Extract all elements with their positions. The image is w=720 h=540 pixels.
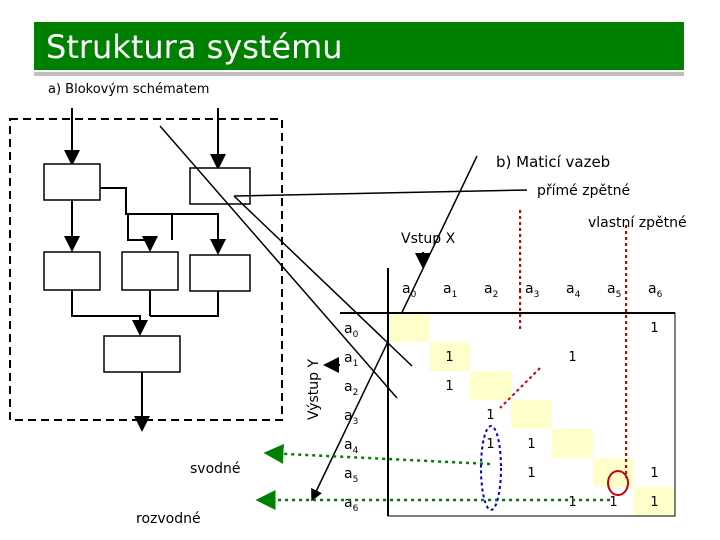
column-header: a3 [525, 281, 539, 300]
column-highlight-ellipse [480, 425, 502, 511]
column-header: a6 [648, 281, 663, 300]
block-a2 [189, 167, 251, 205]
matrix-entry: 1 [609, 495, 617, 510]
matrix-entry: 1 [445, 379, 453, 394]
column-header: a2 [484, 281, 498, 300]
diagonal-cell [634, 487, 675, 516]
matrix-entry: 1 [650, 321, 658, 336]
matrix-entry: 1 [527, 437, 535, 452]
legend-prime: přímé zpětné [537, 183, 631, 199]
page-title: Struktura systému [46, 28, 343, 66]
row-header: a5 [344, 466, 358, 485]
diagonal-cell [429, 342, 470, 371]
block-a1 [43, 163, 101, 201]
title-bar: Struktura systému [34, 22, 684, 70]
row-header: a0 [344, 321, 359, 340]
row-header: a2 [344, 379, 358, 398]
matrix-entry: 1 [486, 437, 494, 452]
sbirne-arrow [263, 443, 491, 466]
matrix-entry: 1 [568, 350, 576, 365]
row-header: a3 [344, 408, 358, 427]
block-a5 [189, 254, 251, 292]
row-header: a1 [344, 350, 358, 369]
row-header: a4 [344, 437, 359, 456]
block-connections [64, 108, 226, 432]
self-feedback-ring [607, 470, 629, 496]
diagonal-cell [511, 400, 552, 429]
input-x-label: Vstup X [401, 231, 456, 247]
column-header: a0 [402, 281, 417, 300]
column-header: a1 [443, 281, 457, 300]
rozvodne-label: rozvodné [136, 511, 201, 527]
matrix-entry: 1 [568, 495, 576, 510]
sbirne-label: svodné [190, 461, 241, 477]
title-underline [34, 72, 684, 76]
section-a-label: a) Blokovým schématem [48, 82, 210, 97]
section-b-label: b) Maticí vazeb [496, 153, 611, 171]
matrix-entry: 1 [650, 466, 658, 481]
matrix-entry: 1 [527, 466, 535, 481]
diagonal-cell [552, 429, 593, 458]
matrix-entry: 1 [445, 350, 453, 365]
row-header: a6 [344, 495, 359, 514]
column-header: a5 [607, 281, 621, 300]
block-a4 [121, 251, 179, 291]
diagonal-cell [388, 313, 429, 342]
matrix-frame [387, 312, 676, 517]
column-header: a4 [566, 281, 581, 300]
blocks [43, 163, 251, 373]
matrix-grid: a0 a1 a2 a3 a4 a5 a6 a0 a1 a2 a3 a4 a5 a6 1 1 1 1 1 1 1 1 1 1 1 1 [340, 268, 676, 517]
matrix-entry: 1 [486, 408, 494, 423]
matrix-entry: 1 [650, 495, 658, 510]
legend-vlastni: vlastní zpětné [588, 215, 687, 231]
block-a6 [103, 335, 181, 373]
diagonal-cell [470, 371, 511, 400]
block-a3 [43, 251, 101, 291]
